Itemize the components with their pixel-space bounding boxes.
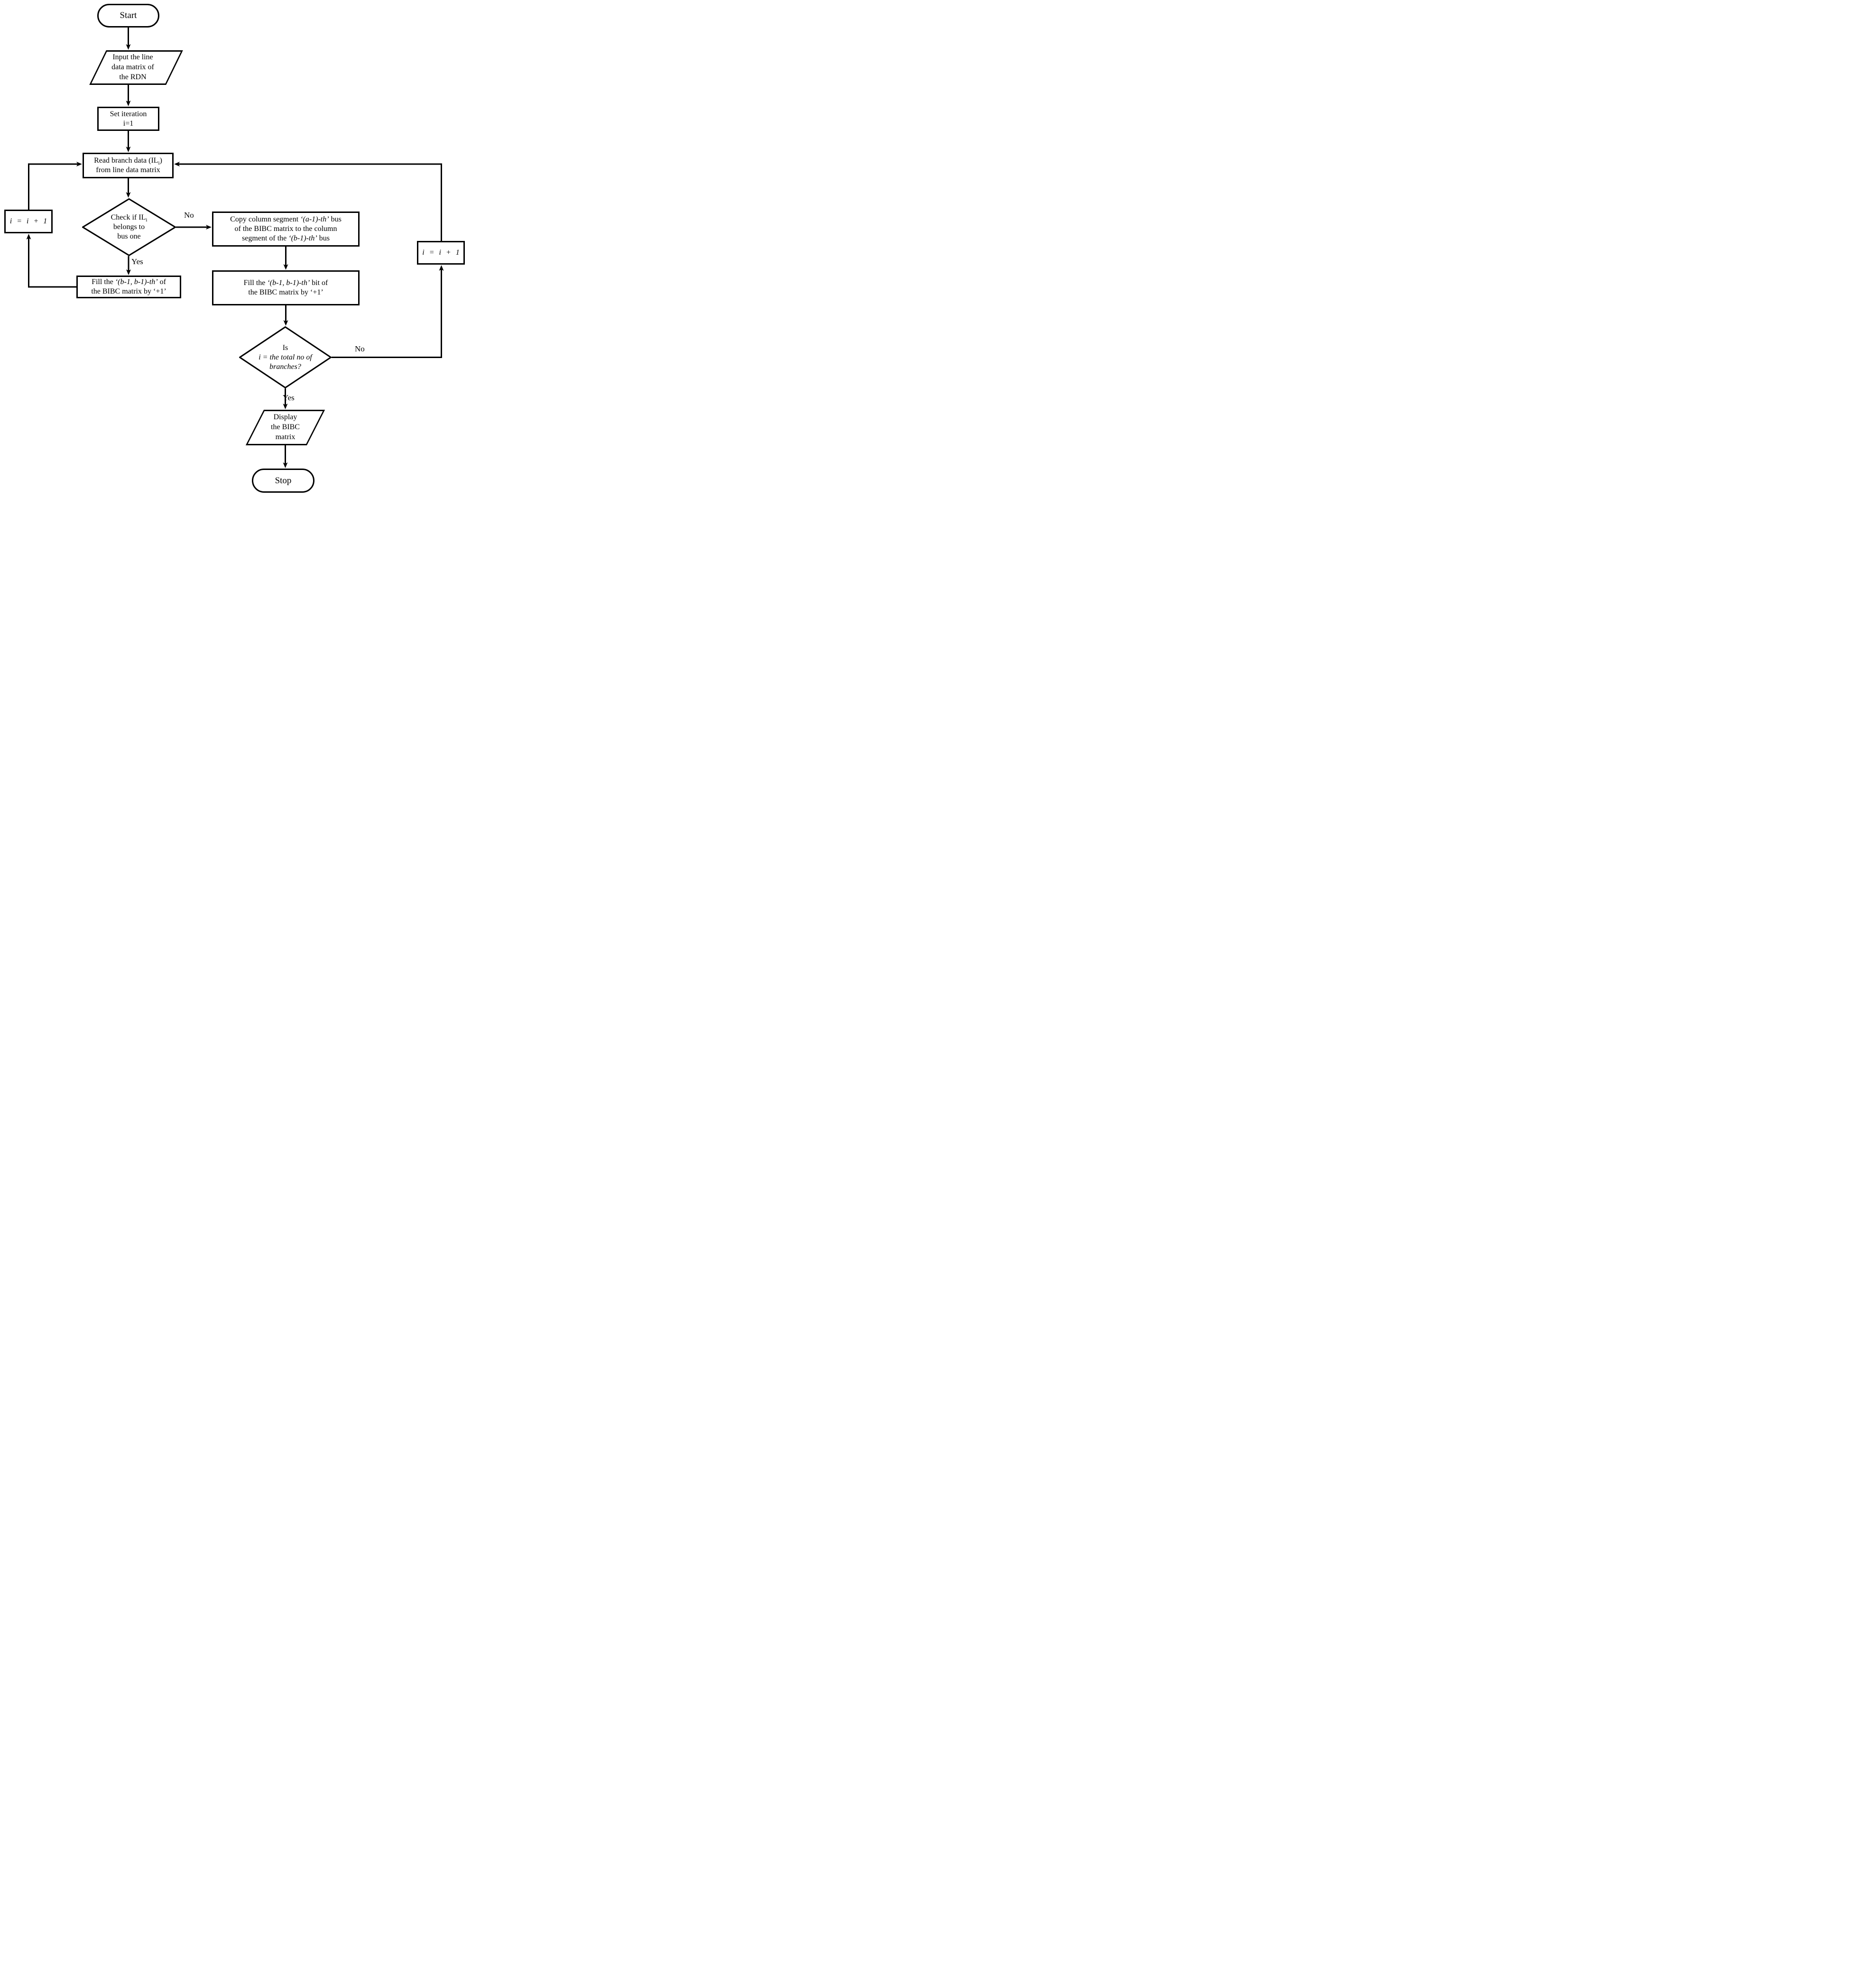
node-text-line: belongs to <box>113 223 145 231</box>
node-label: Start <box>120 10 137 21</box>
text-segment: bus <box>317 234 330 242</box>
node-label: i = i + 1 <box>9 217 47 225</box>
arrowhead-down-icon <box>126 192 131 198</box>
text-segment: of <box>157 278 166 286</box>
node-text-line: matrix <box>275 433 296 441</box>
edge-label-yes-1: Yes <box>131 257 143 266</box>
arrowhead-down-icon <box>283 462 288 468</box>
arrowhead-up-icon <box>26 234 31 239</box>
text-segment: Copy column segment <box>230 215 301 223</box>
node-text-line: of the BIBC matrix to the column <box>234 225 337 233</box>
arrowhead-left-icon <box>174 162 180 166</box>
node-text: Check if ILi belongs to bus one <box>82 198 176 256</box>
node-label: Stop <box>275 475 292 486</box>
text-segment: bit of <box>310 279 328 287</box>
node-text-line: Copy column segment ‘(a-1)-th’ bus <box>230 215 342 224</box>
text-segment: bus <box>329 215 342 223</box>
node-text-line: Check if ILi <box>111 213 148 223</box>
edge-label-yes-2: Yes <box>283 393 295 402</box>
flow-connectors <box>26 28 444 468</box>
node-text: Is i = the total no of branches? <box>239 326 332 388</box>
italic-segment: ‘(b-1, b-1)-th’ <box>267 279 310 287</box>
text-segment: Fill the <box>243 279 268 287</box>
node-text-line: Input the line <box>112 53 153 62</box>
node-label: i = i + 1 <box>422 249 460 257</box>
process-read-branch-data: Read branch data (ILi) from line data ma… <box>83 153 174 178</box>
process-increment-left: i = i + 1 <box>4 210 53 233</box>
node-text-line: Read branch data (ILi) <box>94 156 162 166</box>
process-fill-bibc-right: Fill the ‘(b-1, b-1)-th’ bit of the BIBC… <box>212 270 360 305</box>
node-text-line: Fill the ‘(b-1, b-1)-th’ of <box>92 277 166 287</box>
process-copy-column-segment: Copy column segment ‘(a-1)-th’ bus of th… <box>212 212 360 247</box>
terminator-start: Start <box>97 4 159 28</box>
subscript: i <box>146 217 148 223</box>
italic-segment: ‘(a-1)-th’ <box>300 215 329 223</box>
node-text-line: bus one <box>117 232 141 240</box>
node-text-line: the RDN <box>119 73 147 81</box>
arrowhead-down-icon <box>126 44 131 50</box>
arrowhead-down-icon <box>126 147 131 152</box>
italic-segment: ‘(b-1)-th’ <box>288 234 317 242</box>
text-segment: segment of the <box>242 234 289 242</box>
node-text-line: Is <box>282 343 288 352</box>
node-text-line: branches? <box>269 362 301 371</box>
node-text-line: Set iteration <box>110 110 147 118</box>
arrowhead-down-icon <box>126 269 131 275</box>
node-text-line: i = the total no of <box>259 353 312 361</box>
arrowhead-down-icon <box>283 404 288 409</box>
decision-check-bus-one: Check if ILi belongs to bus one <box>82 198 176 256</box>
text-segment: Read branch data (IL <box>94 156 158 165</box>
node-text-line: i=1 <box>123 119 134 128</box>
node-text-line: Fill the ‘(b-1, b-1)-th’ bit of <box>244 278 328 288</box>
edge-label-no-2: No <box>355 344 365 353</box>
arrowhead-down-icon <box>283 264 288 270</box>
diamond-shape <box>82 198 176 256</box>
node-text-line: the BIBC matrix by ‘+1’ <box>248 288 323 296</box>
text-segment: Fill the <box>92 278 115 286</box>
io-input-line-data: Input the line data matrix of the RDN <box>89 50 184 85</box>
node-text-line: data matrix of <box>111 63 154 72</box>
arrowhead-right-icon <box>76 162 82 166</box>
node-text-line: segment of the ‘(b-1)-th’ bus <box>242 234 330 243</box>
arrowhead-down-icon <box>283 320 288 326</box>
italic-segment: ‘(b-1, b-1)-th’ <box>115 278 158 286</box>
process-increment-right: i = i + 1 <box>417 241 465 265</box>
flowchart-canvas: Start Input the line data matrix of the … <box>0 0 469 495</box>
node-text-line: the BIBC <box>271 423 300 432</box>
edge-iterright-read <box>178 163 442 241</box>
arrowhead-right-icon <box>206 225 212 230</box>
text-segment: ) <box>159 156 162 165</box>
edge-total-no <box>332 269 442 358</box>
node-text-line: the BIBC matrix by ‘+1’ <box>91 287 166 295</box>
diamond-shape <box>239 326 332 388</box>
node-text: Input the line data matrix of the RDN <box>89 50 184 85</box>
io-display-bibc: Display the BIBC matrix <box>245 410 325 445</box>
process-set-iteration: Set iteration i=1 <box>97 107 159 131</box>
subscript: i <box>158 160 160 166</box>
edge-iterleft-read <box>28 163 78 210</box>
text-segment: Check if IL <box>111 213 146 221</box>
decision-total-branches: Is i = the total no of branches? <box>239 326 332 388</box>
process-fill-bibc-left: Fill the ‘(b-1, b-1)-th’ of the BIBC mat… <box>76 276 181 298</box>
node-text-line: Display <box>273 413 297 422</box>
arrowhead-down-icon <box>126 101 131 106</box>
terminator-stop: Stop <box>252 469 314 493</box>
edge-label-no-1: No <box>184 211 194 220</box>
arrowhead-up-icon <box>439 265 444 271</box>
edge-fillleft-iterleft <box>28 238 76 288</box>
node-text: Display the BIBC matrix <box>245 410 325 445</box>
node-text-line: from line data matrix <box>96 166 160 174</box>
